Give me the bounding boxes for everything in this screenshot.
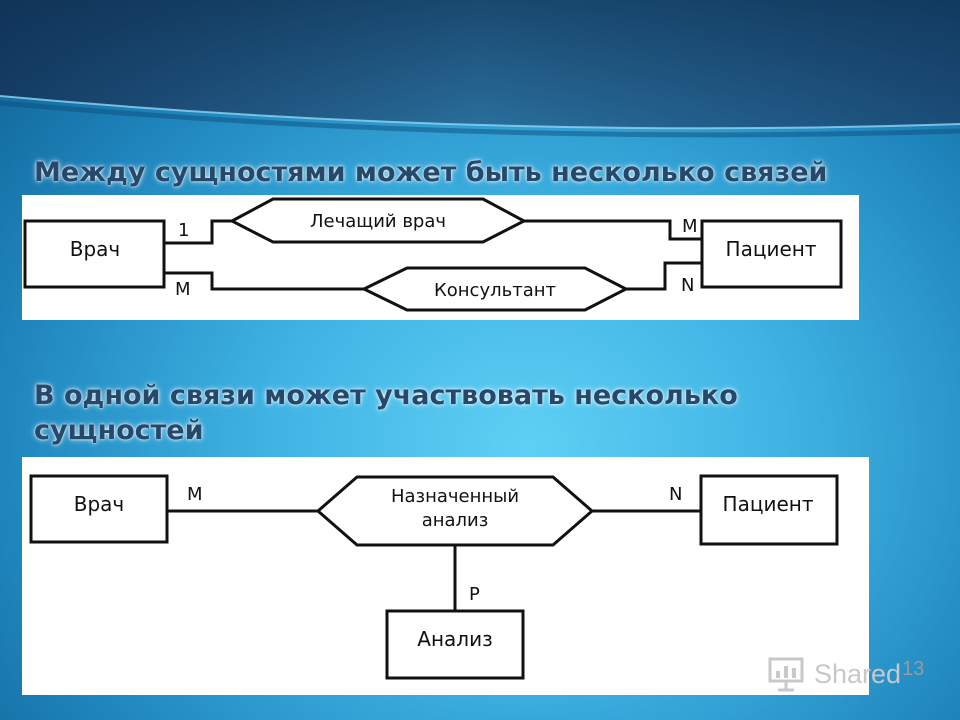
entity-box-patient: [700, 219, 843, 289]
watermark-text: Shared: [814, 658, 902, 689]
cardinality-top-left: 1: [178, 220, 189, 241]
section-heading-multiple-entities: В одной связи может участвовать нескольк…: [34, 380, 738, 446]
relationship-shape-prescribed-analysis: [315, 475, 595, 547]
entity-label-analysis: Анализ: [417, 627, 492, 651]
relationship-label-attending: Лечащий врач: [310, 211, 446, 232]
connector-line-top-right: [524, 219, 702, 241]
cardinality-bottom-right: N: [681, 275, 694, 296]
entity-label-doctor: Врач: [70, 237, 121, 261]
header-banner: [0, 0, 960, 138]
relationship-label-line-2: анализ: [422, 510, 489, 531]
cardinality-bottom-left: M: [175, 279, 191, 300]
presentation-chart-icon: [768, 657, 804, 692]
cardinality-left: M: [187, 484, 203, 505]
entity-box-patient: [699, 474, 839, 546]
er-diagram-ternary-relationship: Врач Пациент Анализ Назначенный анализ M…: [22, 457, 869, 695]
er-diagram-multiple-relationships: Врач Пациент Лечащий врач Консультант 1 …: [22, 195, 859, 320]
relationship-shape-attending: [228, 197, 528, 244]
entity-label-patient: Пациент: [723, 492, 814, 516]
cardinality-bottom: P: [469, 584, 480, 605]
section-heading-multiple-relationships: Между сущностями может быть несколько св…: [34, 157, 828, 188]
entity-box-analysis: [385, 609, 525, 680]
entity-label-patient: Пациент: [726, 237, 817, 261]
connector-line-top: [164, 219, 232, 245]
slide-page-number: 13: [902, 658, 925, 680]
connector-line-bottom-left: [164, 271, 364, 291]
cardinality-right: N: [669, 484, 682, 505]
watermark: Shared: [766, 652, 946, 696]
cardinality-top-right: M: [682, 216, 698, 237]
entity-label-doctor: Врач: [74, 492, 125, 516]
relationship-shape-consultant: [360, 266, 630, 312]
entity-box-doctor: [29, 474, 169, 544]
relationship-label-line-1: Назначенный: [391, 486, 519, 507]
entity-box-doctor: [23, 219, 166, 289]
connector-line-bottom-right: [626, 261, 702, 291]
relationship-label-consultant: Консультант: [434, 280, 556, 301]
